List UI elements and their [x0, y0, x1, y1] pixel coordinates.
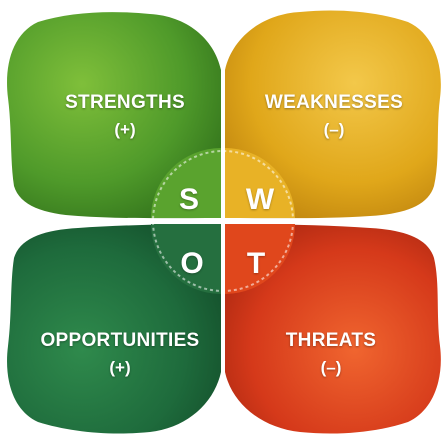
- strengths-leaf: [7, 12, 222, 219]
- weaknesses-title: WEAKNESSES: [264, 92, 404, 113]
- letter-o: O: [180, 247, 204, 280]
- center-segment-w: [225, 148, 295, 218]
- letter-w: W: [245, 183, 275, 216]
- letter-s: S: [178, 183, 199, 216]
- center-segment-t: [225, 224, 295, 294]
- opportunities-label: OPPORTUNITIES (+): [22, 330, 218, 378]
- center-segment-o: [151, 224, 221, 294]
- threats-sign: (–): [320, 358, 342, 377]
- weaknesses-sign: (–): [323, 120, 345, 139]
- weaknesses-leaf: [225, 10, 441, 219]
- center-circle-outline: [152, 150, 294, 292]
- letter-t: T: [246, 247, 266, 280]
- opportunities-title: OPPORTUNITIES: [40, 330, 200, 351]
- opportunities-sign: (+): [109, 358, 131, 377]
- strengths-sign: (+): [114, 120, 136, 139]
- threats-title: THREATS: [285, 330, 377, 351]
- strengths-title: STRENGTHS: [65, 92, 185, 113]
- threats-leaf: [225, 224, 441, 434]
- opportunities-leaf: [7, 224, 222, 434]
- center-segment-s: [151, 148, 221, 218]
- weaknesses-label: WEAKNESSES (–): [244, 92, 424, 140]
- threats-label: THREATS (–): [256, 330, 406, 378]
- strengths-label: STRENGTHS (+): [40, 92, 210, 140]
